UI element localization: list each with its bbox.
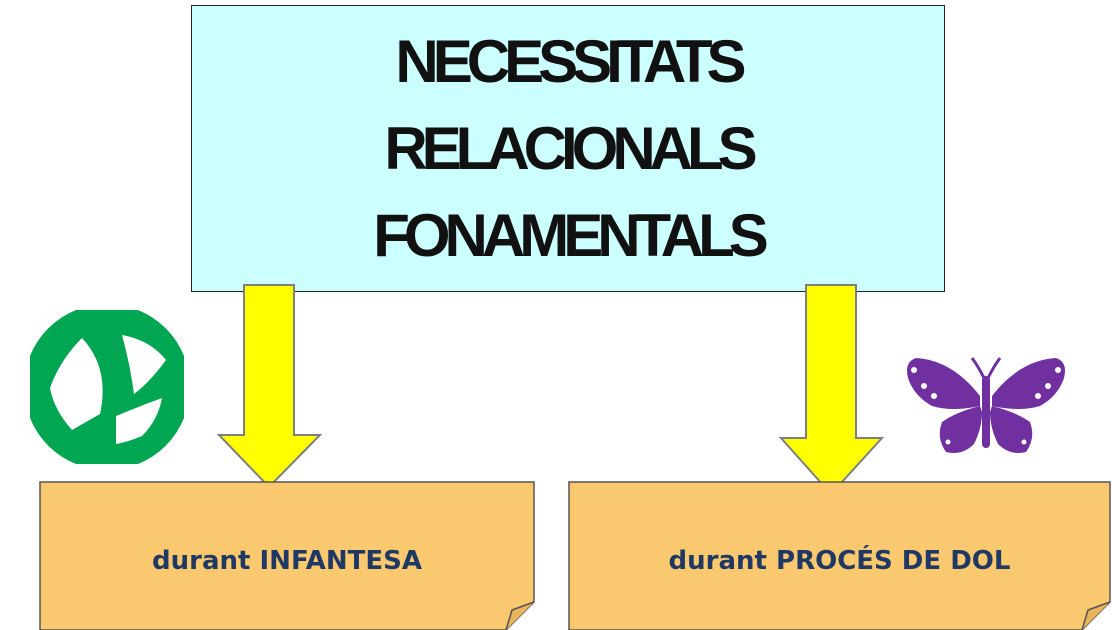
note-shape-left [39, 481, 535, 630]
title-line-3: FONAMENTALS [373, 202, 769, 269]
beach-ball-icon [30, 310, 184, 464]
note-shape-right [568, 481, 1111, 630]
note-label-proces-de-dol: durant PROCÉS DE DOL [668, 546, 1011, 576]
down-arrow-left [216, 284, 323, 489]
note-infantesa: durant INFANTESA [38, 480, 536, 630]
title-box: NECESSITATS RELACIONALS FONAMENTALS [191, 5, 945, 292]
note-label-infantesa: durant INFANTESA [152, 546, 422, 576]
title-line-2: RELACIONALS [384, 115, 757, 182]
butterfly-icon [907, 357, 1065, 453]
down-arrow-right [778, 284, 885, 496]
title-line-1: NECESSITATS [395, 28, 746, 95]
note-proces-de-dol: durant PROCÉS DE DOL [567, 480, 1112, 630]
